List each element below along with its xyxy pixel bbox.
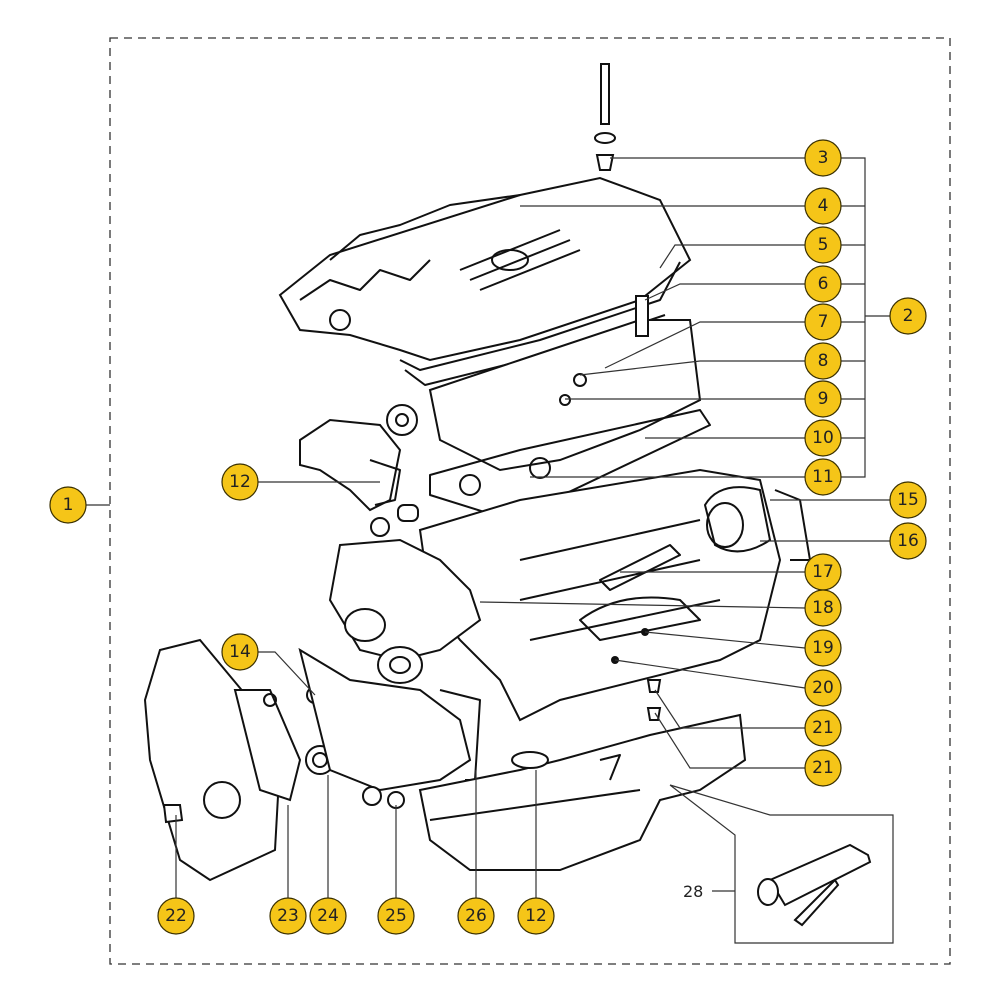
svg-text:26: 26 [465, 906, 487, 926]
callout-22[interactable]: 22 [157, 897, 195, 935]
callout-21-lower[interactable]: 21 [804, 749, 842, 787]
callout-24[interactable]: 24 [309, 897, 347, 935]
svg-text:12: 12 [525, 906, 547, 926]
callout-19[interactable]: 19 [804, 629, 842, 667]
callout-10[interactable]: 10 [804, 419, 842, 457]
callout-14[interactable]: 14 [221, 633, 259, 671]
callout-2[interactable]: 2 [889, 297, 927, 335]
callout-18[interactable]: 18 [804, 589, 842, 627]
svg-text:20: 20 [812, 678, 834, 698]
callout-23[interactable]: 23 [269, 897, 307, 935]
svg-text:12: 12 [229, 472, 251, 492]
callout-12-upper[interactable]: 12 [221, 463, 259, 501]
callout-11[interactable]: 11 [804, 458, 842, 496]
engine-illustration [143, 63, 811, 882]
svg-text:3: 3 [818, 148, 829, 168]
svg-text:19: 19 [812, 638, 834, 658]
svg-text:14: 14 [229, 642, 251, 662]
svg-text:22: 22 [165, 906, 187, 926]
callout-7[interactable]: 7 [804, 303, 842, 341]
callout-26[interactable]: 26 [457, 897, 495, 935]
callout-16[interactable]: 16 [889, 522, 927, 560]
svg-text:25: 25 [385, 906, 407, 926]
svg-text:7: 7 [818, 312, 829, 332]
callout-21-upper[interactable]: 21 [804, 709, 842, 747]
svg-text:9: 9 [818, 389, 829, 409]
svg-text:4: 4 [818, 196, 829, 216]
svg-text:21: 21 [812, 758, 834, 778]
sealant-tube-icon [757, 843, 872, 927]
callout-4[interactable]: 4 [804, 187, 842, 225]
callout-8[interactable]: 8 [804, 342, 842, 380]
svg-text:2: 2 [903, 306, 914, 326]
svg-text:18: 18 [812, 598, 834, 618]
svg-text:15: 15 [897, 490, 919, 510]
callout-15[interactable]: 15 [889, 481, 927, 519]
svg-text:8: 8 [818, 351, 829, 371]
callout-25[interactable]: 25 [377, 897, 415, 935]
svg-text:23: 23 [277, 906, 299, 926]
sealant-label: 28 [683, 882, 703, 901]
callout-12-lower[interactable]: 12 [517, 897, 555, 935]
callout-1[interactable]: 1 [49, 486, 87, 524]
callout-17[interactable]: 17 [804, 553, 842, 591]
callout-9[interactable]: 9 [804, 380, 842, 418]
callout-20[interactable]: 20 [804, 669, 842, 707]
svg-text:21: 21 [812, 718, 834, 738]
kit-boundary [109, 37, 951, 965]
svg-text:24: 24 [317, 906, 339, 926]
svg-text:6: 6 [818, 274, 829, 294]
callout-5[interactable]: 5 [804, 226, 842, 264]
svg-text:5: 5 [818, 235, 829, 255]
callout-6[interactable]: 6 [804, 265, 842, 303]
leader-lines [86, 157, 894, 944]
svg-text:17: 17 [812, 562, 834, 582]
svg-text:11: 11 [812, 467, 834, 487]
callout-3[interactable]: 3 [804, 139, 842, 177]
svg-text:10: 10 [812, 428, 834, 448]
svg-text:16: 16 [897, 531, 919, 551]
svg-text:1: 1 [63, 495, 74, 515]
